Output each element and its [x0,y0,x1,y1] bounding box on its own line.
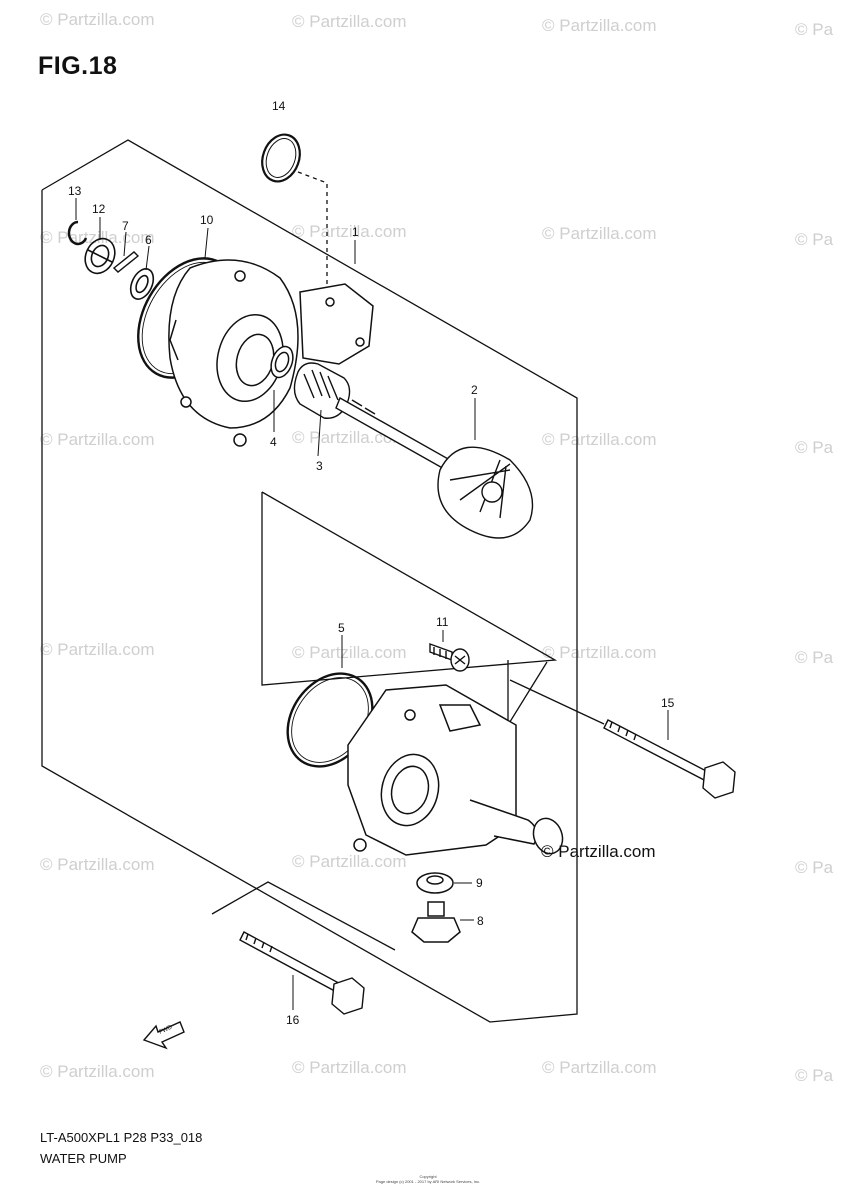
callout-3: 3 [316,459,323,473]
watermark: © Partzilla.com [542,1058,657,1077]
watermark: © Partzilla.com [292,852,407,871]
copyright-notice: Copyright Page design (c) 2001 - 2017 by… [368,1174,488,1184]
callout-2: 2 [471,383,478,397]
callout-13: 13 [68,184,82,198]
leader-bolt-15 [509,679,605,725]
screw-11 [429,643,470,672]
callout-11: 11 [436,615,449,629]
callout-14: 14 [272,99,286,113]
pump-cover [347,684,564,856]
callout-4: 4 [270,435,277,449]
watermark: © Pa [795,230,834,249]
o-ring-14 [261,133,301,183]
washer-6 [129,268,155,300]
figure-title: FIG.18 [38,52,118,80]
watermark: © Partzilla.com [292,1058,407,1077]
inline-watermark: © Partzilla.com [541,842,656,861]
callout-6: 6 [145,233,152,247]
watermark: © Partzilla.com [542,430,657,449]
watermark: © Partzilla.com [292,222,407,241]
impeller-shaft-2 [335,396,534,539]
watermark: © Partzilla.com [40,10,155,29]
callout-12: 12 [92,202,106,216]
watermark: © Pa [795,20,834,39]
watermark: © Partzilla.com [292,643,407,662]
gasket-washer-9 [416,872,454,894]
diagram-name: WATER PUMP [40,1151,127,1166]
fwd-arrow-icon: FWD [142,1021,185,1050]
watermark: © Partzilla.com [40,1062,155,1081]
callout-15: 15 [661,696,675,710]
callout-7: 7 [122,219,129,233]
watermark: © Partzilla.com [40,430,155,449]
callout-16: 16 [286,1013,300,1027]
watermark: © Pa [795,438,834,457]
oil-seal-4 [270,345,294,379]
bolt-16 [239,931,365,1015]
watermark: © Pa [795,858,834,877]
copyright-line-2: Page design (c) 2001 - 2017 by ARI Netwo… [375,1179,481,1184]
watermark: © Partzilla.com [40,640,155,659]
callout-8: 8 [477,914,484,928]
callout-9: 9 [476,876,483,890]
leader-box-right [507,660,548,728]
leader-box-lower [261,491,558,686]
watermark: © Partzilla.com [542,643,657,662]
diagram-frame [41,139,578,1023]
callout-1: 1 [352,225,359,239]
leader-bolt-16 [211,881,396,951]
copyright-line-1: Copyright [419,1174,437,1179]
circlip-13 [67,220,88,246]
watermark: © Partzilla.com [542,16,657,35]
watermark: © Pa [795,1066,834,1085]
washer-12 [84,237,116,275]
diagram-code: LT-A500XPL1 P28 P33_018 [40,1130,203,1145]
leader-oring-14 [297,171,328,300]
watermark: © Partzilla.com [542,224,657,243]
callout-5: 5 [338,621,345,635]
watermark: © Pa [795,648,834,667]
watermark: © Partzilla.com [40,855,155,874]
watermark: © Partzilla.com [292,12,407,31]
pin-7 [112,251,140,273]
drain-bolt-8 [411,901,461,943]
bolt-15 [603,719,736,799]
callout-10: 10 [200,213,214,227]
fwd-label: FWD [158,1024,174,1035]
watermark: © Partzilla.com [292,428,407,447]
pump-case-1 [168,259,374,447]
